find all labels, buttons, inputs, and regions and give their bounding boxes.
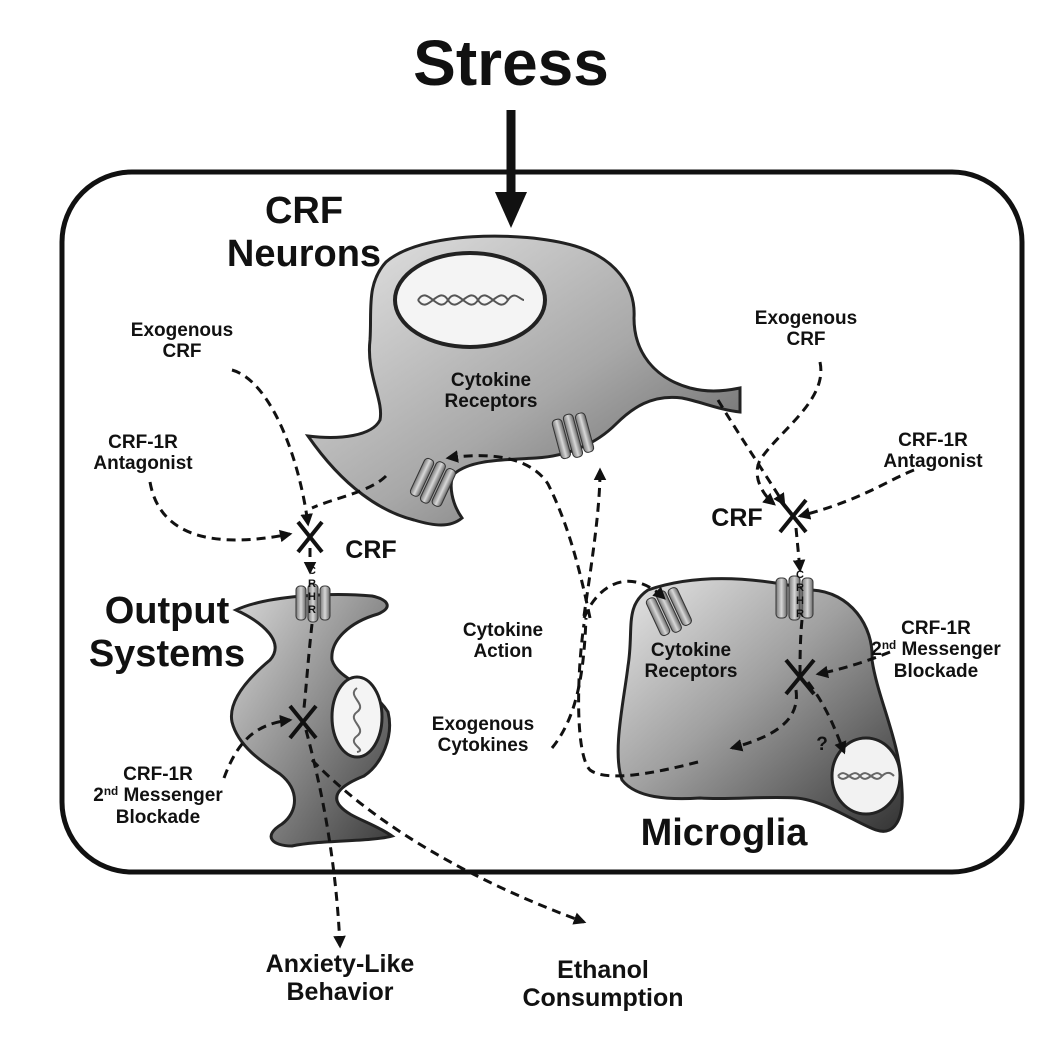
svg-text:R: R [308, 578, 316, 590]
cytokine-action-label: Cytokine Action [462, 620, 544, 663]
arrow-neuron-to-crf-left [311, 474, 388, 510]
crf-neurons-label: CRF Neurons [226, 190, 382, 275]
crf-left-label: CRF [345, 536, 397, 564]
arrow-cytokine-to-microglia-receptor [582, 579, 666, 619]
output-nucleus [330, 675, 384, 759]
arrow-cytokine-to-neuron-right-receptor [582, 467, 607, 617]
arrow-cytokine-to-neuron-left-receptor [445, 450, 592, 619]
blockade-right-label: CRF-1R 2nd Messenger Blockade [871, 618, 1001, 682]
block-crf-left [296, 520, 324, 554]
output-systems-label: Output Systems [88, 590, 246, 675]
neuron-nucleus [393, 251, 547, 349]
arrow-crf-to-microglia-receptor [792, 527, 806, 573]
arrow-to-microglia-nucleus [806, 681, 847, 755]
question-mark-label: ? [816, 734, 828, 755]
arrow-exogenous-crf-left [231, 368, 313, 527]
output-crf-receptor [295, 583, 331, 623]
diagram-title: Stress [413, 27, 609, 99]
crf1r-antagonist-right-label: CRF-1R Antagonist [883, 430, 983, 473]
svg-text:R: R [308, 604, 316, 616]
svg-text:R: R [796, 582, 804, 594]
crf1r-antagonist-left-label: CRF-1R Antagonist [93, 432, 193, 475]
microglia-cell [616, 577, 904, 833]
block-crf-right [778, 498, 808, 534]
arrow-to-anxiety [304, 729, 346, 949]
output-dna-strand [352, 687, 362, 753]
svg-text:C: C [796, 569, 804, 581]
crf-neuron-cell [304, 234, 742, 527]
output-receptor-letters: C R H R [308, 565, 316, 616]
exogenous-crf-left-label: Exogenous CRF [130, 320, 234, 363]
neuron-cytokine-receptor-left [409, 457, 456, 507]
block-messenger-right [784, 658, 816, 696]
svg-text:R: R [796, 608, 804, 620]
neuron-dna-strand [417, 294, 525, 306]
stress-arrow [495, 110, 527, 228]
microglia-label: Microglia [640, 812, 808, 854]
svg-text:H: H [796, 595, 804, 607]
exogenous-cytokines-label: Exogenous Cytokines [431, 714, 535, 757]
microglia-receptor-letters: C R H R [796, 569, 804, 620]
ethanol-consumption-label: Ethanol Consumption [522, 956, 684, 1012]
arrow-output-internal [302, 623, 314, 709]
cytokine-receptors-microglia-label: Cytokine Receptors [644, 640, 738, 683]
crf-right-label: CRF [711, 504, 763, 532]
arrow-antagonist-right [797, 468, 915, 520]
arrow-exogenous-cytokines [550, 617, 588, 749]
block-messenger-left [288, 704, 318, 740]
svg-text:H: H [308, 591, 316, 603]
output-systems-cell [229, 593, 396, 848]
exogenous-crf-right-label: Exogenous CRF [754, 308, 858, 351]
arrow-blockade-right [815, 650, 891, 679]
arrow-microglia-release [729, 689, 798, 752]
microglia-dna-strand [837, 771, 895, 780]
microglia-nucleus [830, 736, 902, 816]
arrow-exogenous-crf-right [755, 361, 823, 506]
blockade-left-label: CRF-1R 2nd Messenger Blockade [93, 764, 223, 828]
arrow-blockade-left [222, 714, 293, 779]
neuron-cytokine-receptor-right [551, 412, 595, 460]
arrow-microglia-to-cytokine-loop [577, 623, 699, 778]
system-boundary [59, 169, 1025, 875]
arrow-antagonist-left [148, 481, 293, 543]
cytokine-receptors-neuron-label: Cytokine Receptors [444, 370, 538, 413]
anxiety-like-behavior-label: Anxiety-Like Behavior [265, 950, 415, 1006]
arrow-to-ethanol [310, 758, 587, 925]
microglia-cytokine-receptor [645, 587, 692, 637]
microglia-crf-receptor [775, 575, 814, 621]
arrow-microglia-internal [798, 619, 804, 677]
arrow-neuron-to-crf-right [716, 399, 786, 507]
